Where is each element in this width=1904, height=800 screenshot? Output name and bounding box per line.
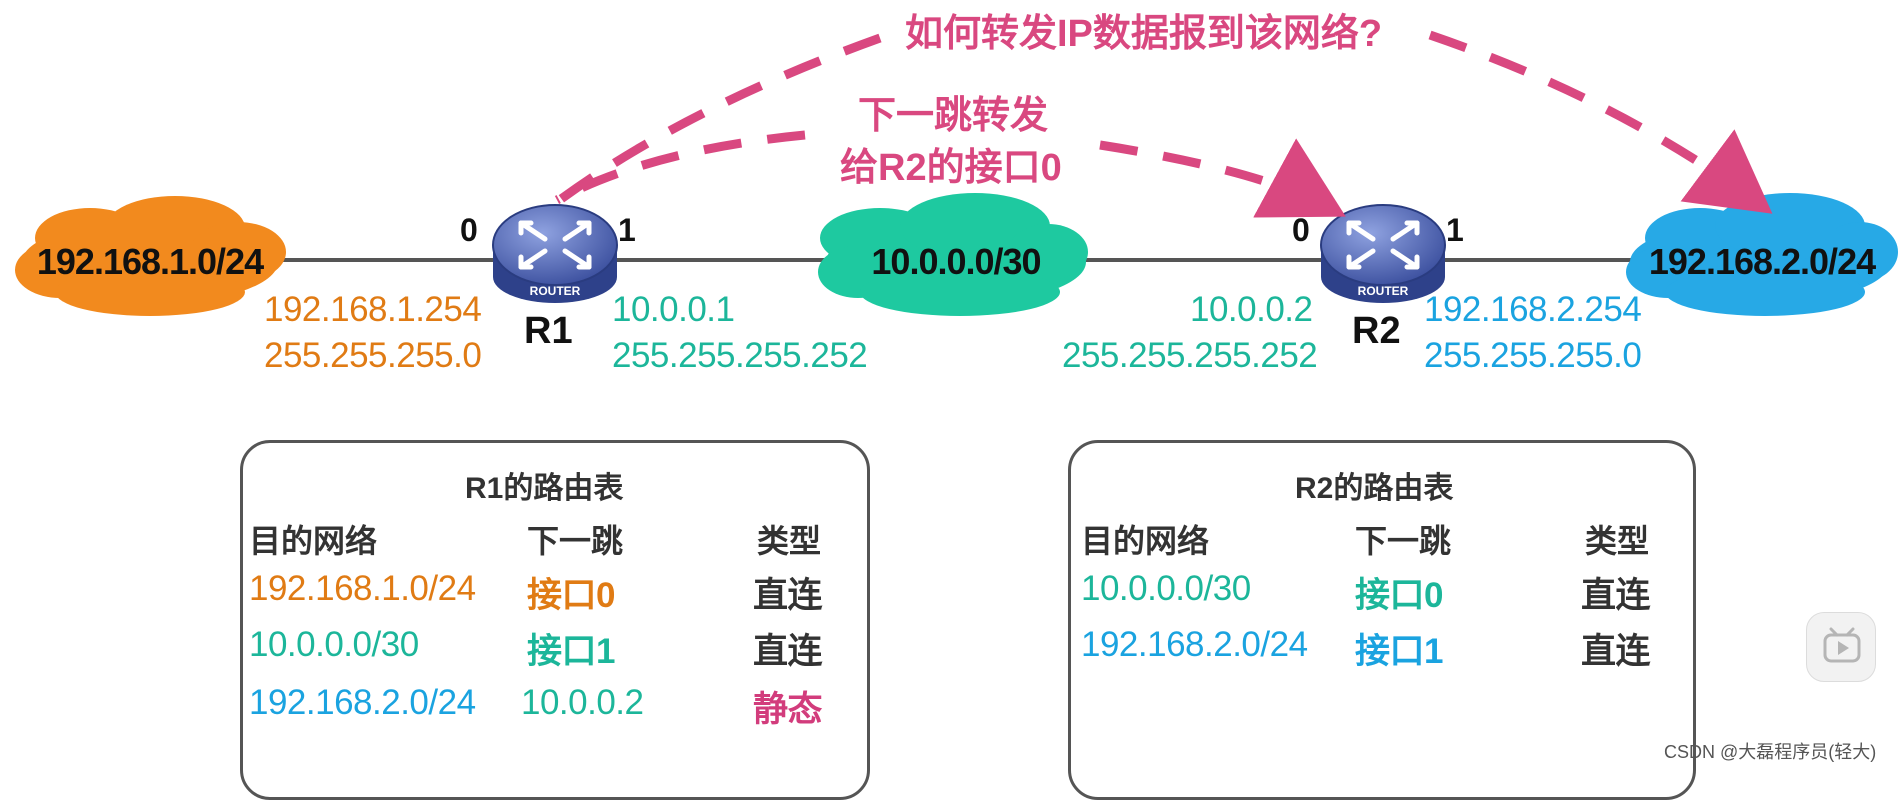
- nexthop-callout-line1: 下一跳转发: [858, 95, 1049, 137]
- table-cell-dest: 10.0.0.0/30: [1081, 569, 1251, 608]
- network-middle-label: 10.0.0.0/30: [871, 241, 1041, 282]
- table-cell-dest: 192.168.1.0/24: [249, 569, 476, 608]
- r1-routing-table: R1的路由表 目的网络 下一跳 类型 192.168.1.0/24 接口0 直连…: [240, 440, 870, 800]
- table-cell-next: 接口1: [1355, 632, 1443, 671]
- router-label: ROUTER: [1358, 284, 1409, 298]
- r2-port-1: 1: [1446, 212, 1464, 248]
- router-icon: ROUTER: [492, 204, 618, 303]
- table-cell-next: 接口0: [527, 576, 615, 615]
- table-cell-next: 10.0.0.2: [521, 683, 644, 722]
- r2-port-0: 0: [1292, 212, 1310, 248]
- header-type: 类型: [757, 523, 822, 559]
- nexthop-callout-line2: 给R2的接口0: [840, 147, 1062, 189]
- dashed-arrow-icon: [554, 130, 806, 204]
- network-right-label: 192.168.2.0/24: [1648, 241, 1876, 282]
- network-left-label: 192.168.1.0/24: [36, 241, 264, 282]
- cloud-icon: [15, 196, 286, 316]
- r2-if0-ip: 10.0.0.2: [1190, 290, 1313, 329]
- watermark: CSDN @大磊程序员(轻大): [1664, 742, 1877, 762]
- cloud-icon: [818, 193, 1088, 316]
- router-icon: ROUTER: [1320, 204, 1446, 303]
- question-callout: 如何转发IP数据报到该网络?: [905, 13, 1383, 55]
- table-cell-next: 接口1: [527, 632, 615, 671]
- r1-if0-ip: 192.168.1.254: [264, 290, 482, 329]
- play-icon: [1823, 627, 1861, 663]
- router-r1-name: R1: [524, 310, 573, 352]
- r2-if1-ip: 192.168.2.254: [1424, 290, 1642, 329]
- table-cell-dest: 10.0.0.0/30: [249, 625, 419, 664]
- r2-if0-mask: 255.255.255.252: [1062, 336, 1318, 375]
- r1-if1-ip: 10.0.0.1: [612, 290, 735, 329]
- header-destination: 目的网络: [249, 523, 378, 559]
- cloud-icon: [1626, 193, 1898, 316]
- header-type: 类型: [1585, 523, 1650, 559]
- table-cell-type: 直连: [1581, 632, 1651, 671]
- router-label: ROUTER: [530, 284, 581, 298]
- header-next-hop: 下一跳: [527, 523, 624, 559]
- table-cell-type: 静态: [753, 690, 823, 729]
- table-title: R2的路由表: [1295, 472, 1454, 505]
- table-title: R1的路由表: [465, 472, 624, 505]
- table-cell-type: 直连: [753, 632, 823, 671]
- dashed-arrow-icon: [1428, 30, 1773, 214]
- header-destination: 目的网络: [1081, 523, 1210, 559]
- r1-if0-mask: 255.255.255.0: [264, 336, 482, 375]
- header-next-hop: 下一跳: [1355, 523, 1452, 559]
- router-r2-name: R2: [1352, 310, 1401, 352]
- table-cell-dest: 192.168.2.0/24: [249, 683, 476, 722]
- network-diagram: ROUTER ROUTER: [15, 30, 1898, 316]
- r1-port-1: 1: [618, 212, 636, 248]
- r2-if1-mask: 255.255.255.0: [1424, 336, 1642, 375]
- table-cell-type: 直连: [753, 576, 823, 615]
- r1-if1-mask: 255.255.255.252: [612, 336, 868, 375]
- r1-port-0: 0: [460, 212, 478, 248]
- table-cell-type: 直连: [1581, 576, 1651, 615]
- table-cell-next: 接口0: [1355, 576, 1443, 615]
- r2-routing-table: R2的路由表 目的网络 下一跳 类型 10.0.0.0/30 接口0 直连 19…: [1068, 440, 1696, 800]
- dashed-arrow-icon: [1099, 138, 1346, 218]
- play-button[interactable]: [1806, 612, 1876, 682]
- table-cell-dest: 192.168.2.0/24: [1081, 625, 1308, 664]
